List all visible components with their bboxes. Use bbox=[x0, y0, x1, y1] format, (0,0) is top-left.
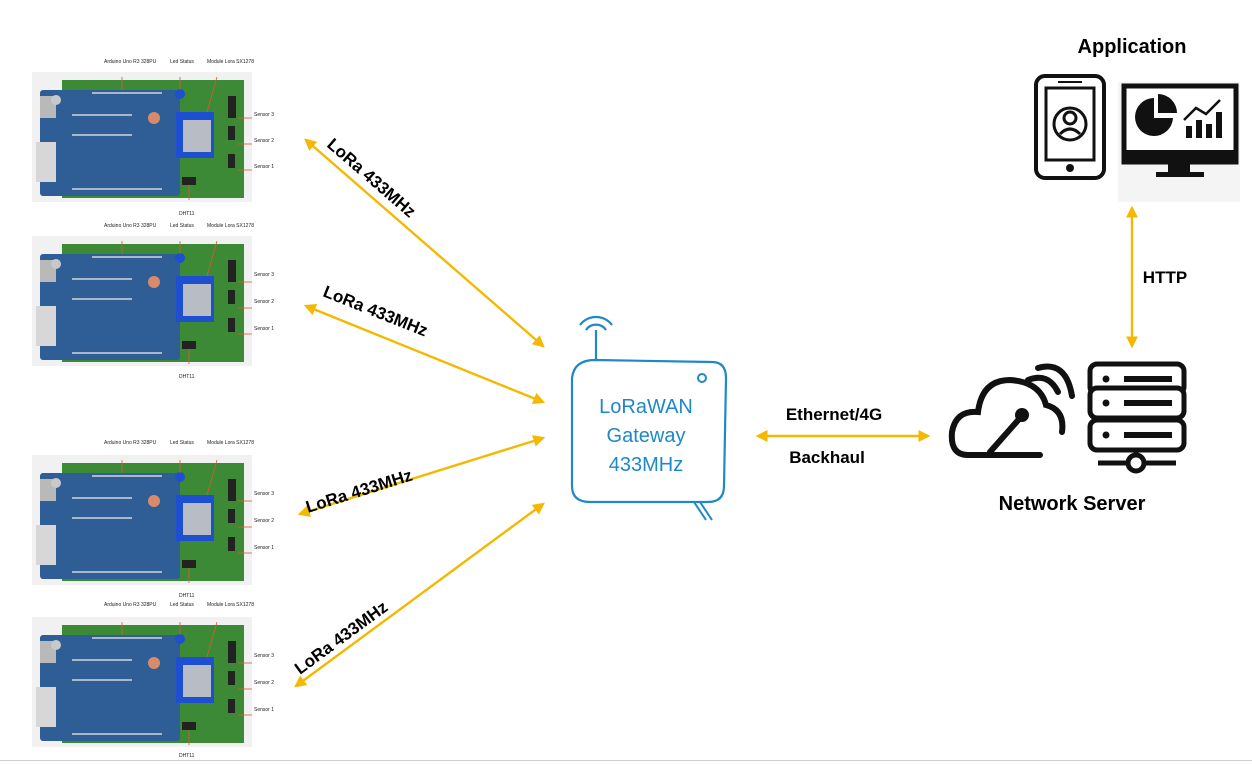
backhaul-label-top: Ethernet/4G bbox=[786, 405, 882, 424]
bottom-divider bbox=[0, 760, 1252, 761]
sensor-node-3: Arduino Uno R3 328PU Led Status Module L… bbox=[31, 440, 274, 599]
application-label: Application bbox=[1078, 36, 1187, 58]
board-label-led: Led Status bbox=[170, 59, 194, 65]
board-label-module: Module Lora SX1278 bbox=[207, 223, 254, 229]
board-label-dht11: DHT11 bbox=[179, 374, 195, 380]
board-label-arduino: Arduino Uno R3 328PU bbox=[104, 440, 157, 446]
lora-label-3: LoRa 433MHz bbox=[304, 466, 415, 517]
board-label-module: Module Lora SX1278 bbox=[207, 59, 254, 65]
sensor-node-4: Arduino Uno R3 328PU Led Status Module L… bbox=[31, 602, 274, 759]
lora-label-1: LoRa 433MHz bbox=[323, 135, 419, 222]
board-label-sensor2: Sensor 2 bbox=[254, 299, 274, 305]
lora-link-2 bbox=[303, 304, 546, 404]
sensor-node-1: Arduino Uno R3 328PU Led Status Module L… bbox=[31, 59, 274, 217]
board-label-sensor3: Sensor 3 bbox=[254, 491, 274, 497]
board-label-sensor3: Sensor 3 bbox=[254, 653, 274, 659]
lora-label-2: LoRa 433MHz bbox=[321, 282, 431, 340]
backhaul-label-bottom: Backhaul bbox=[789, 448, 865, 467]
board-label-arduino: Arduino Uno R3 328PU bbox=[104, 59, 157, 65]
server-rack-icon bbox=[1087, 361, 1187, 474]
board-label-module: Module Lora SX1278 bbox=[207, 602, 254, 608]
board-label-arduino: Arduino Uno R3 328PU bbox=[104, 223, 157, 229]
board-label-dht11: DHT11 bbox=[179, 753, 195, 759]
board-label-sensor2: Sensor 2 bbox=[254, 138, 274, 144]
board-label-arduino: Arduino Uno R3 328PU bbox=[104, 602, 157, 608]
board-label-module: Module Lora SX1278 bbox=[207, 440, 254, 446]
board-label-sensor1: Sensor 1 bbox=[254, 164, 274, 170]
board-label-sensor2: Sensor 2 bbox=[254, 518, 274, 524]
cloud-icon bbox=[948, 363, 1075, 458]
board-label-sensor1: Sensor 1 bbox=[254, 707, 274, 713]
http-label: HTTP bbox=[1143, 268, 1187, 287]
board-label-sensor2: Sensor 2 bbox=[254, 680, 274, 686]
smartphone-icon bbox=[1034, 74, 1106, 180]
network-server-label: Network Server bbox=[999, 493, 1146, 515]
sensor-node-2: Arduino Uno R3 328PU Led Status Module L… bbox=[31, 223, 274, 380]
board-label-sensor1: Sensor 1 bbox=[254, 545, 274, 551]
lora-label-4: LoRa 433MHz bbox=[291, 597, 391, 678]
board-label-led: Led Status bbox=[170, 223, 194, 229]
pie-chart-icon bbox=[1135, 98, 1173, 136]
monitor-analytics-icon bbox=[1118, 82, 1240, 202]
board-label-dht11: DHT11 bbox=[179, 211, 195, 217]
gateway-label-line3: 433MHz bbox=[609, 454, 683, 476]
gateway-label-line1: LoRaWAN bbox=[599, 396, 693, 418]
board-label-led: Led Status bbox=[170, 440, 194, 446]
lora-link-4 bbox=[294, 502, 545, 688]
lora-link-1 bbox=[304, 138, 545, 348]
board-label-dht11: DHT11 bbox=[179, 593, 195, 599]
gateway-label-line2: Gateway bbox=[607, 425, 686, 447]
gateway-device: LoRaWAN Gateway 433MHz bbox=[570, 315, 728, 521]
lora-link-3 bbox=[297, 435, 546, 517]
board-label-led: Led Status bbox=[170, 602, 194, 608]
antenna-wave-icon bbox=[585, 323, 607, 331]
bar-chart-icon bbox=[1183, 99, 1222, 138]
board-label-sensor3: Sensor 3 bbox=[254, 112, 274, 118]
board-label-sensor3: Sensor 3 bbox=[254, 272, 274, 278]
board-label-sensor1: Sensor 1 bbox=[254, 326, 274, 332]
